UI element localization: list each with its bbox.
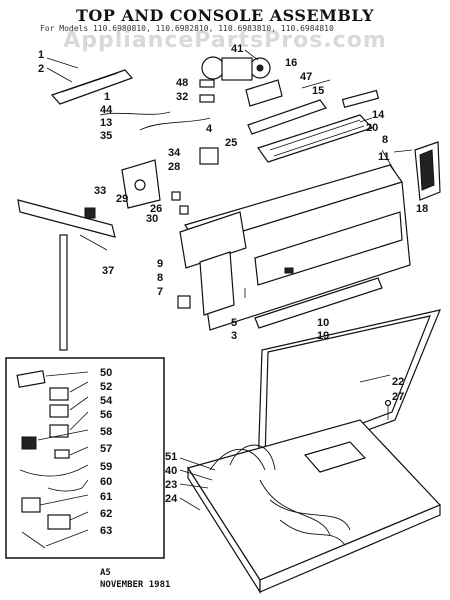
model-numbers: For Models 110.6980810, 110.6982810, 110… xyxy=(40,24,334,33)
callout-25: 25 xyxy=(225,137,237,149)
control-block-part xyxy=(121,159,189,215)
callout-27: 27 xyxy=(392,391,404,403)
callout-2: 2 xyxy=(38,63,44,75)
relay-box-part xyxy=(199,147,219,165)
callout-19: 19 xyxy=(317,330,329,342)
callout-8: 8 xyxy=(382,134,388,146)
callout-40: 40 xyxy=(165,465,177,477)
callout-8-b: 8 xyxy=(157,272,163,284)
callout-24: 24 xyxy=(165,493,178,505)
callout-16: 16 xyxy=(285,57,297,69)
cabinet-top-part xyxy=(187,419,442,595)
callout-15: 15 xyxy=(312,85,324,97)
bracket-part xyxy=(17,199,116,351)
harness-part xyxy=(209,444,351,546)
callout-44: 44 xyxy=(100,104,113,116)
callout-18: 18 xyxy=(416,203,428,215)
callout-34: 34 xyxy=(168,147,181,159)
callout-5: 5 xyxy=(231,317,237,329)
knob-part xyxy=(177,295,191,309)
button-bank-part xyxy=(257,114,374,163)
callout-7: 7 xyxy=(157,286,163,298)
timer-part xyxy=(201,49,271,81)
callout-30: 30 xyxy=(146,213,158,225)
callout-61: 61 xyxy=(100,491,112,503)
callout-29: 29 xyxy=(116,193,128,205)
callout-22: 22 xyxy=(392,376,404,388)
callout-37: 37 xyxy=(102,265,114,277)
callout-62: 62 xyxy=(100,508,112,520)
connector-part xyxy=(341,89,380,108)
leader-lines xyxy=(37,79,413,547)
callout-52: 52 xyxy=(100,381,112,393)
lower-trim-part xyxy=(254,277,383,329)
small-parts-inset xyxy=(5,357,165,559)
end-cap-right-part xyxy=(414,141,441,201)
callout-35: 35 xyxy=(100,130,112,142)
diagram-title: TOP AND CONSOLE ASSEMBLY xyxy=(76,6,374,25)
callout-60: 60 xyxy=(100,476,112,488)
callout-41: 41 xyxy=(231,43,243,55)
lid-part xyxy=(257,309,441,471)
callout-1: 1 xyxy=(38,49,44,61)
screw-part xyxy=(384,399,392,420)
footer-code: A5 xyxy=(100,568,111,578)
callout-13: 13 xyxy=(100,117,112,129)
callout-11: 11 xyxy=(378,151,390,163)
callout-48: 48 xyxy=(176,77,188,89)
callout-58: 58 xyxy=(100,426,112,438)
callout-3: 3 xyxy=(231,330,237,342)
callout-33: 33 xyxy=(94,185,106,197)
callout-28: 28 xyxy=(168,161,180,173)
callout-14: 14 xyxy=(372,109,385,121)
callout-10: 10 xyxy=(317,317,329,329)
callout-1-b: 1 xyxy=(104,91,110,103)
callout-63: 63 xyxy=(100,525,112,537)
clip-part xyxy=(199,79,215,103)
callout-54: 54 xyxy=(100,395,113,407)
callout-51: 51 xyxy=(165,451,177,463)
callout-50: 50 xyxy=(100,367,112,379)
callout-23: 23 xyxy=(165,479,177,491)
callout-57: 57 xyxy=(100,443,112,455)
console-frame-part xyxy=(179,211,247,316)
trim-strip-part xyxy=(46,57,134,105)
callout-26: 26 xyxy=(150,203,162,215)
callout-32: 32 xyxy=(176,91,188,103)
callout-9: 9 xyxy=(157,258,163,270)
callout-56: 56 xyxy=(100,409,112,421)
callout-4: 4 xyxy=(206,123,213,135)
harness-small-part xyxy=(99,111,211,131)
callout-20: 20 xyxy=(366,122,378,134)
footer-date: NOVEMBER 1981 xyxy=(100,580,171,590)
callout-47: 47 xyxy=(300,71,312,83)
switch-panel-part xyxy=(245,79,327,135)
callout-59: 59 xyxy=(100,461,112,473)
